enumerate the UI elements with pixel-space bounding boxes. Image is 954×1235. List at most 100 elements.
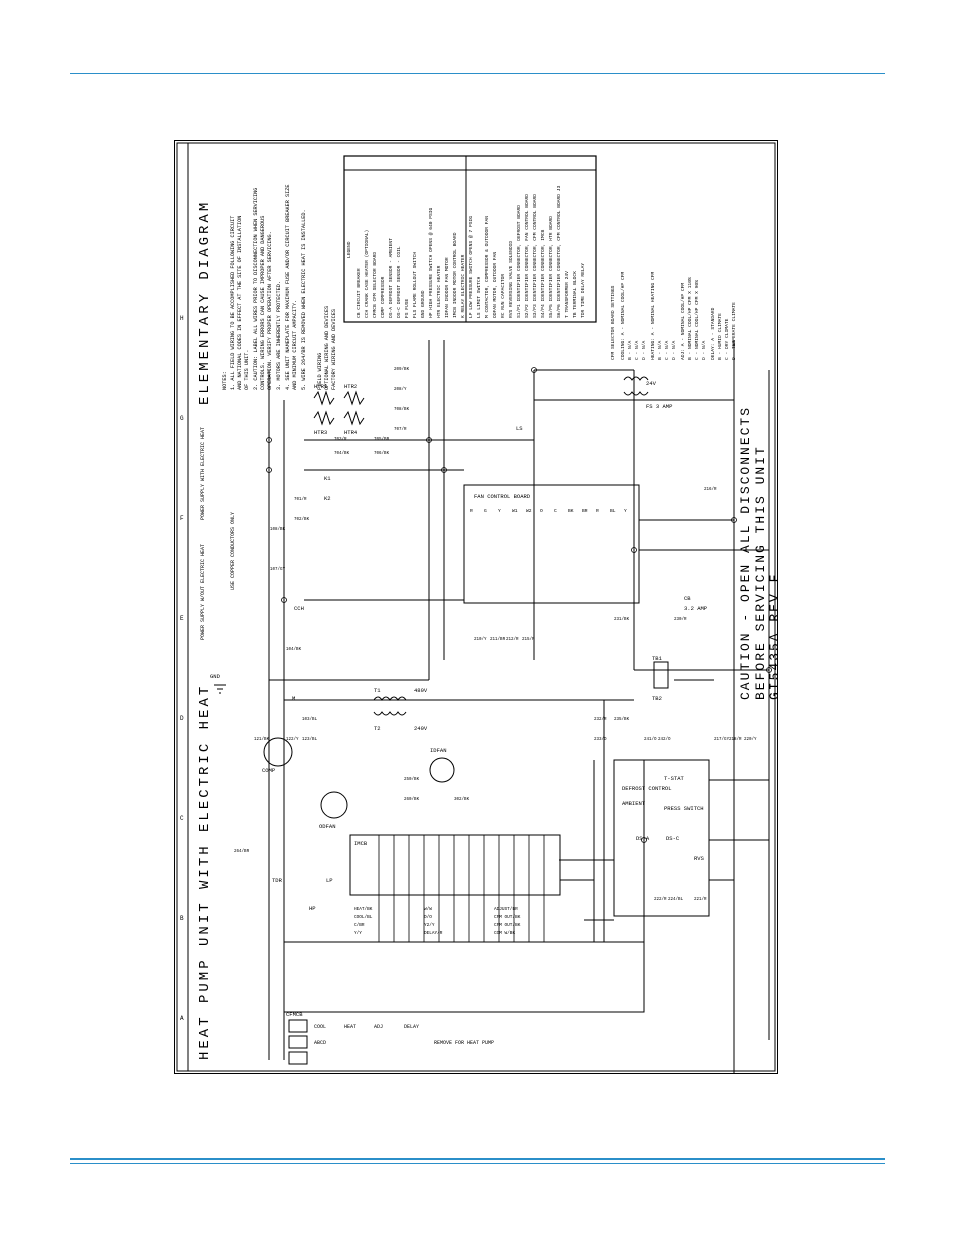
wire-tag: 224/BL [668,897,684,902]
p3-pin: CFM OUT/BK [494,915,521,920]
legend-row: M CONTACTOR, COMPRESSOR & OUTDOOR FAN [484,216,490,318]
note-line: AND NATIONAL CODES IN EFFECT AT THE SITE… [237,216,243,390]
wire-tag: 216/R [704,487,717,492]
cfm-setting: ADJ: A - NOMINAL COOL/HP CFM [680,283,686,360]
delay-label: DELAY [404,1024,419,1030]
note-line: 3. MOTORS ARE INHERENTLY PROTECTED. [276,281,282,390]
wire-tag: 104/BK [286,647,302,652]
fuse-label: FS 3 AMP [646,403,672,410]
wire-tag: 211/BR [490,637,506,642]
cch-label: CCH [294,605,304,612]
grid-letter: H [180,315,184,322]
tdr-label: TDR [272,877,283,884]
grid-letter: B [180,915,184,922]
note-line: 5. WIRE 264/BR IS REMOVED WHEN ELECTRIC … [301,209,307,390]
imcb-label: IMCB [354,840,368,847]
diagram-subtitle: ELEMENTARY DIAGRAM [197,200,213,405]
header-rule [70,73,885,74]
wire-tag: 208/Y [394,387,407,392]
cool-label: COOL [314,1024,326,1030]
p3-pin: Y/Y [354,931,362,936]
hp-label: HP [309,905,316,912]
wire-tag: 231/BK [614,617,630,622]
grid-letter: C [180,815,184,822]
legend-row: S5/P5 IDENTIFIER CONNECTOR, HTR BOARD [548,216,554,318]
legend-row: ODFAN MOTOR, OUTDOOR FAN [492,252,498,318]
legend-row: COMP COMPRESSOR [380,276,386,318]
fan-pin: BK [568,508,574,514]
power-supply-label: POWER SUPPLY W/OUT ELECTRIC HEAT [200,544,206,640]
wiring-schematic: HEAT PUMP UNIT WITH ELECTRIC HEAT ELEMEN… [176,142,778,1074]
legend-row: K RELAY ELECTRIC HEATER [460,254,466,318]
fan-pin: Y [498,508,501,514]
note-line: AND MINIMUM CIRCUIT AMPACITY. [292,300,298,390]
wire-tag: 705/BR [374,437,390,442]
gnd-label: GND [210,673,221,680]
legend-row: T TRANSFORMER 24V [564,271,570,318]
wire-tag: 220/Y [744,737,757,742]
power-supply-heat-label: POWER SUPPLY WITH ELECTRIC HEAT [200,427,206,520]
transformer-tap-label: 24V [646,380,657,387]
cfm-setting: DELAY: A - STANDARD [710,307,716,360]
cfm-setting: HEATING: A - NOMINAL HEATING CFM [650,272,656,360]
cfm-setting: D - N/A [701,340,707,360]
grid-letter: D [180,715,184,722]
cfm-setting: COOLING: A - NOMINAL COOL/HP CFM [620,272,626,360]
grid-letter: F [180,515,184,522]
wire-tag: 701/R [294,497,307,502]
wire-tag: 218/R [729,737,742,742]
fan-pin: BR [582,508,588,514]
legend-row: DS-A DEFROST SENSOR - AMBIENT [388,238,394,318]
legend-row: S3/P3 IDENTIFIER CONNECTOR, CFM CONTROL … [532,194,538,318]
note-line: OPERATION. VERIFY PROPER OPERATION AFTER… [267,231,273,390]
cfm-setting: D - N/A [641,340,647,360]
note-line: OF THIS UNIT. [244,350,250,390]
fan-pin: BL [610,508,616,514]
rvs-label: RVS [694,855,705,862]
footer-rule-thick [70,1158,885,1160]
legend-row: IMCB INDOOR MOTOR CONTROL BOARD [452,232,458,318]
legend-row: CB CIRCUIT BREAKER [356,268,362,318]
note-line: 2. CAUTION: LABEL ALL WIRES PRIOR TO DIS… [253,188,259,390]
legend-row: RVS REVERSING VALVE SOLENOID [508,241,514,318]
dsa-label: DS-A [636,835,650,842]
grid-letter: A [180,1015,184,1022]
note-line: 1. ALL FIELD WIRING TO BE ACCOMPLISHED F… [230,216,236,390]
wire-tag: 235/BK [614,717,630,722]
wire-tag: 264/BR [234,849,250,854]
fan-pin: W1 [512,508,518,514]
press-label: PRESS SWITCH [664,805,704,812]
cfm-setting: D - N/A [671,340,677,360]
wire-tag: 221/R [694,897,707,902]
wiring-key: OPTIONAL WIRING AND DEVICES [324,306,330,390]
fan-pin: W2 [526,508,532,514]
wire-tag: 302/BK [454,797,470,802]
wire-tag: 215/R [522,637,535,642]
htr3-label: HTR3 [314,429,327,436]
legend-row: S6/P6 IDENTIFIER CONNECTOR, CFM CONTROL … [556,185,562,318]
odfan-label: ODFAN [319,823,336,830]
grid-letter: G [180,415,184,422]
wire-tag: 217/GY [714,737,730,742]
m-label: M [292,695,295,702]
wire-tag: 703/R [334,437,347,442]
legend-row: FLS FLAME ROLLOUT SWITCH [412,252,418,318]
caution-line2: BEFORE SERVICING THIS UNIT [753,445,768,700]
legend-row: S1/P1 IDENTIFIER CONNECTOR, DEFROST BOAR… [516,205,522,318]
tb2-label: TB2 [652,695,662,702]
heat-label: HEAT [344,1024,356,1030]
p3-pin: DELAY/R [424,931,443,936]
wire-tag: 708/BK [394,407,410,412]
wiring-key: FIELD WIRING [317,353,323,390]
wire-tag: 241/O [644,737,657,742]
wire-tag: 210/Y [474,637,487,642]
cfm-setting: B - N/A [657,340,663,360]
tstat-label: T-STAT [664,775,685,782]
comp-label: COMP [262,767,275,774]
legend-row: CCH CRANK CASE HEATER (OPTIONAL) [364,230,370,318]
wire-tag: 232/R [594,717,607,722]
wire-tag: 107/GY [270,567,286,572]
legend-row: FS FUSE [404,298,410,318]
adj-label: ADJ [374,1024,383,1030]
wire-tag: 242/O [658,737,671,742]
